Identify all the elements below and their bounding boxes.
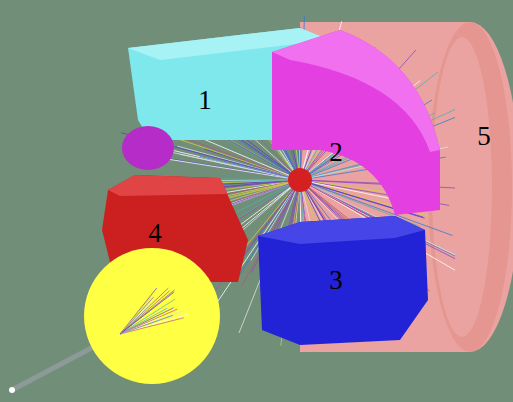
particle-track xyxy=(180,154,300,180)
detector-segment xyxy=(258,216,428,345)
detector-segment xyxy=(272,30,440,215)
callout-number: 3 xyxy=(329,267,343,294)
target xyxy=(288,168,312,192)
detector-segment-top xyxy=(108,175,228,196)
beam-origin xyxy=(9,387,15,393)
forward-track xyxy=(120,309,177,334)
callout-number: 4 xyxy=(148,220,162,247)
forward-track xyxy=(120,314,188,334)
detector-segment-top xyxy=(258,216,425,244)
forward-track xyxy=(120,308,167,334)
forward-detector xyxy=(84,248,220,384)
small-cylinder xyxy=(122,126,174,170)
particle-track xyxy=(200,156,300,180)
forward-track xyxy=(120,290,175,334)
forward-track xyxy=(120,297,151,334)
forward-track xyxy=(120,292,174,334)
callout-number: 2 xyxy=(329,139,343,166)
forward-track xyxy=(120,291,175,334)
callout-number: 1 xyxy=(198,87,212,114)
forward-track xyxy=(120,299,175,334)
detector-segment-top xyxy=(272,30,440,152)
callout-number: 5 xyxy=(477,123,491,150)
forward-tracks xyxy=(120,288,188,334)
